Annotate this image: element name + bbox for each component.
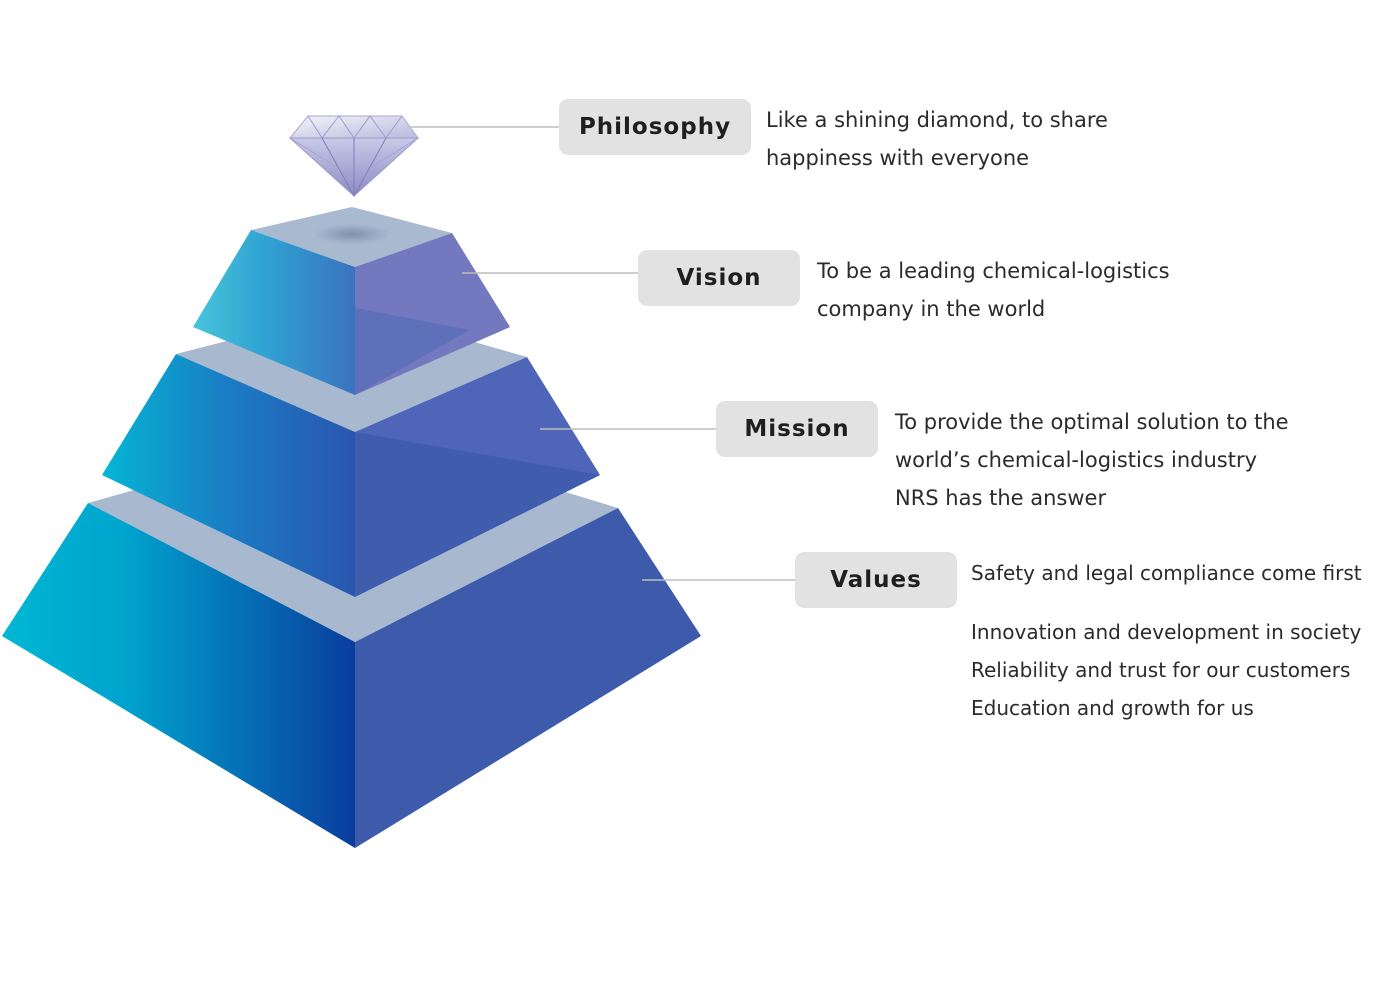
description-line: To provide the optimal solution to the [895,410,1289,434]
description-line: company in the world [817,297,1046,321]
description-line: happiness with everyone [766,146,1030,170]
diamond-icon [288,115,420,198]
description-line: To be a leading chemical-logistics [817,259,1170,283]
tier-description-philosophy: Like a shining diamond, to share happine… [766,101,1108,177]
tier-description-vision: To be a leading chemical-logistics compa… [817,252,1170,328]
description-line: Like a shining diamond, to share [766,108,1108,132]
description-line: Reliability and trust for our customers [971,658,1351,682]
tier-label-philosophy: Philosophy [559,99,751,155]
tier-label-mission: Mission [716,401,878,457]
description-line: world’s chemical-logistics industry [895,448,1258,472]
tier-label-values: Values [795,552,957,608]
description-line: NRS has the answer [895,486,1107,510]
tier-description-mission: To provide the optimal solution to the w… [895,403,1289,517]
description-line: Innovation and development in society [971,620,1362,644]
description-line: Safety and legal compliance come first [971,561,1362,585]
tier-label-vision: Vision [638,250,800,306]
description-line: Education and growth for us [971,696,1254,720]
tier-description-values: Safety and legal compliance come first I… [971,554,1362,727]
